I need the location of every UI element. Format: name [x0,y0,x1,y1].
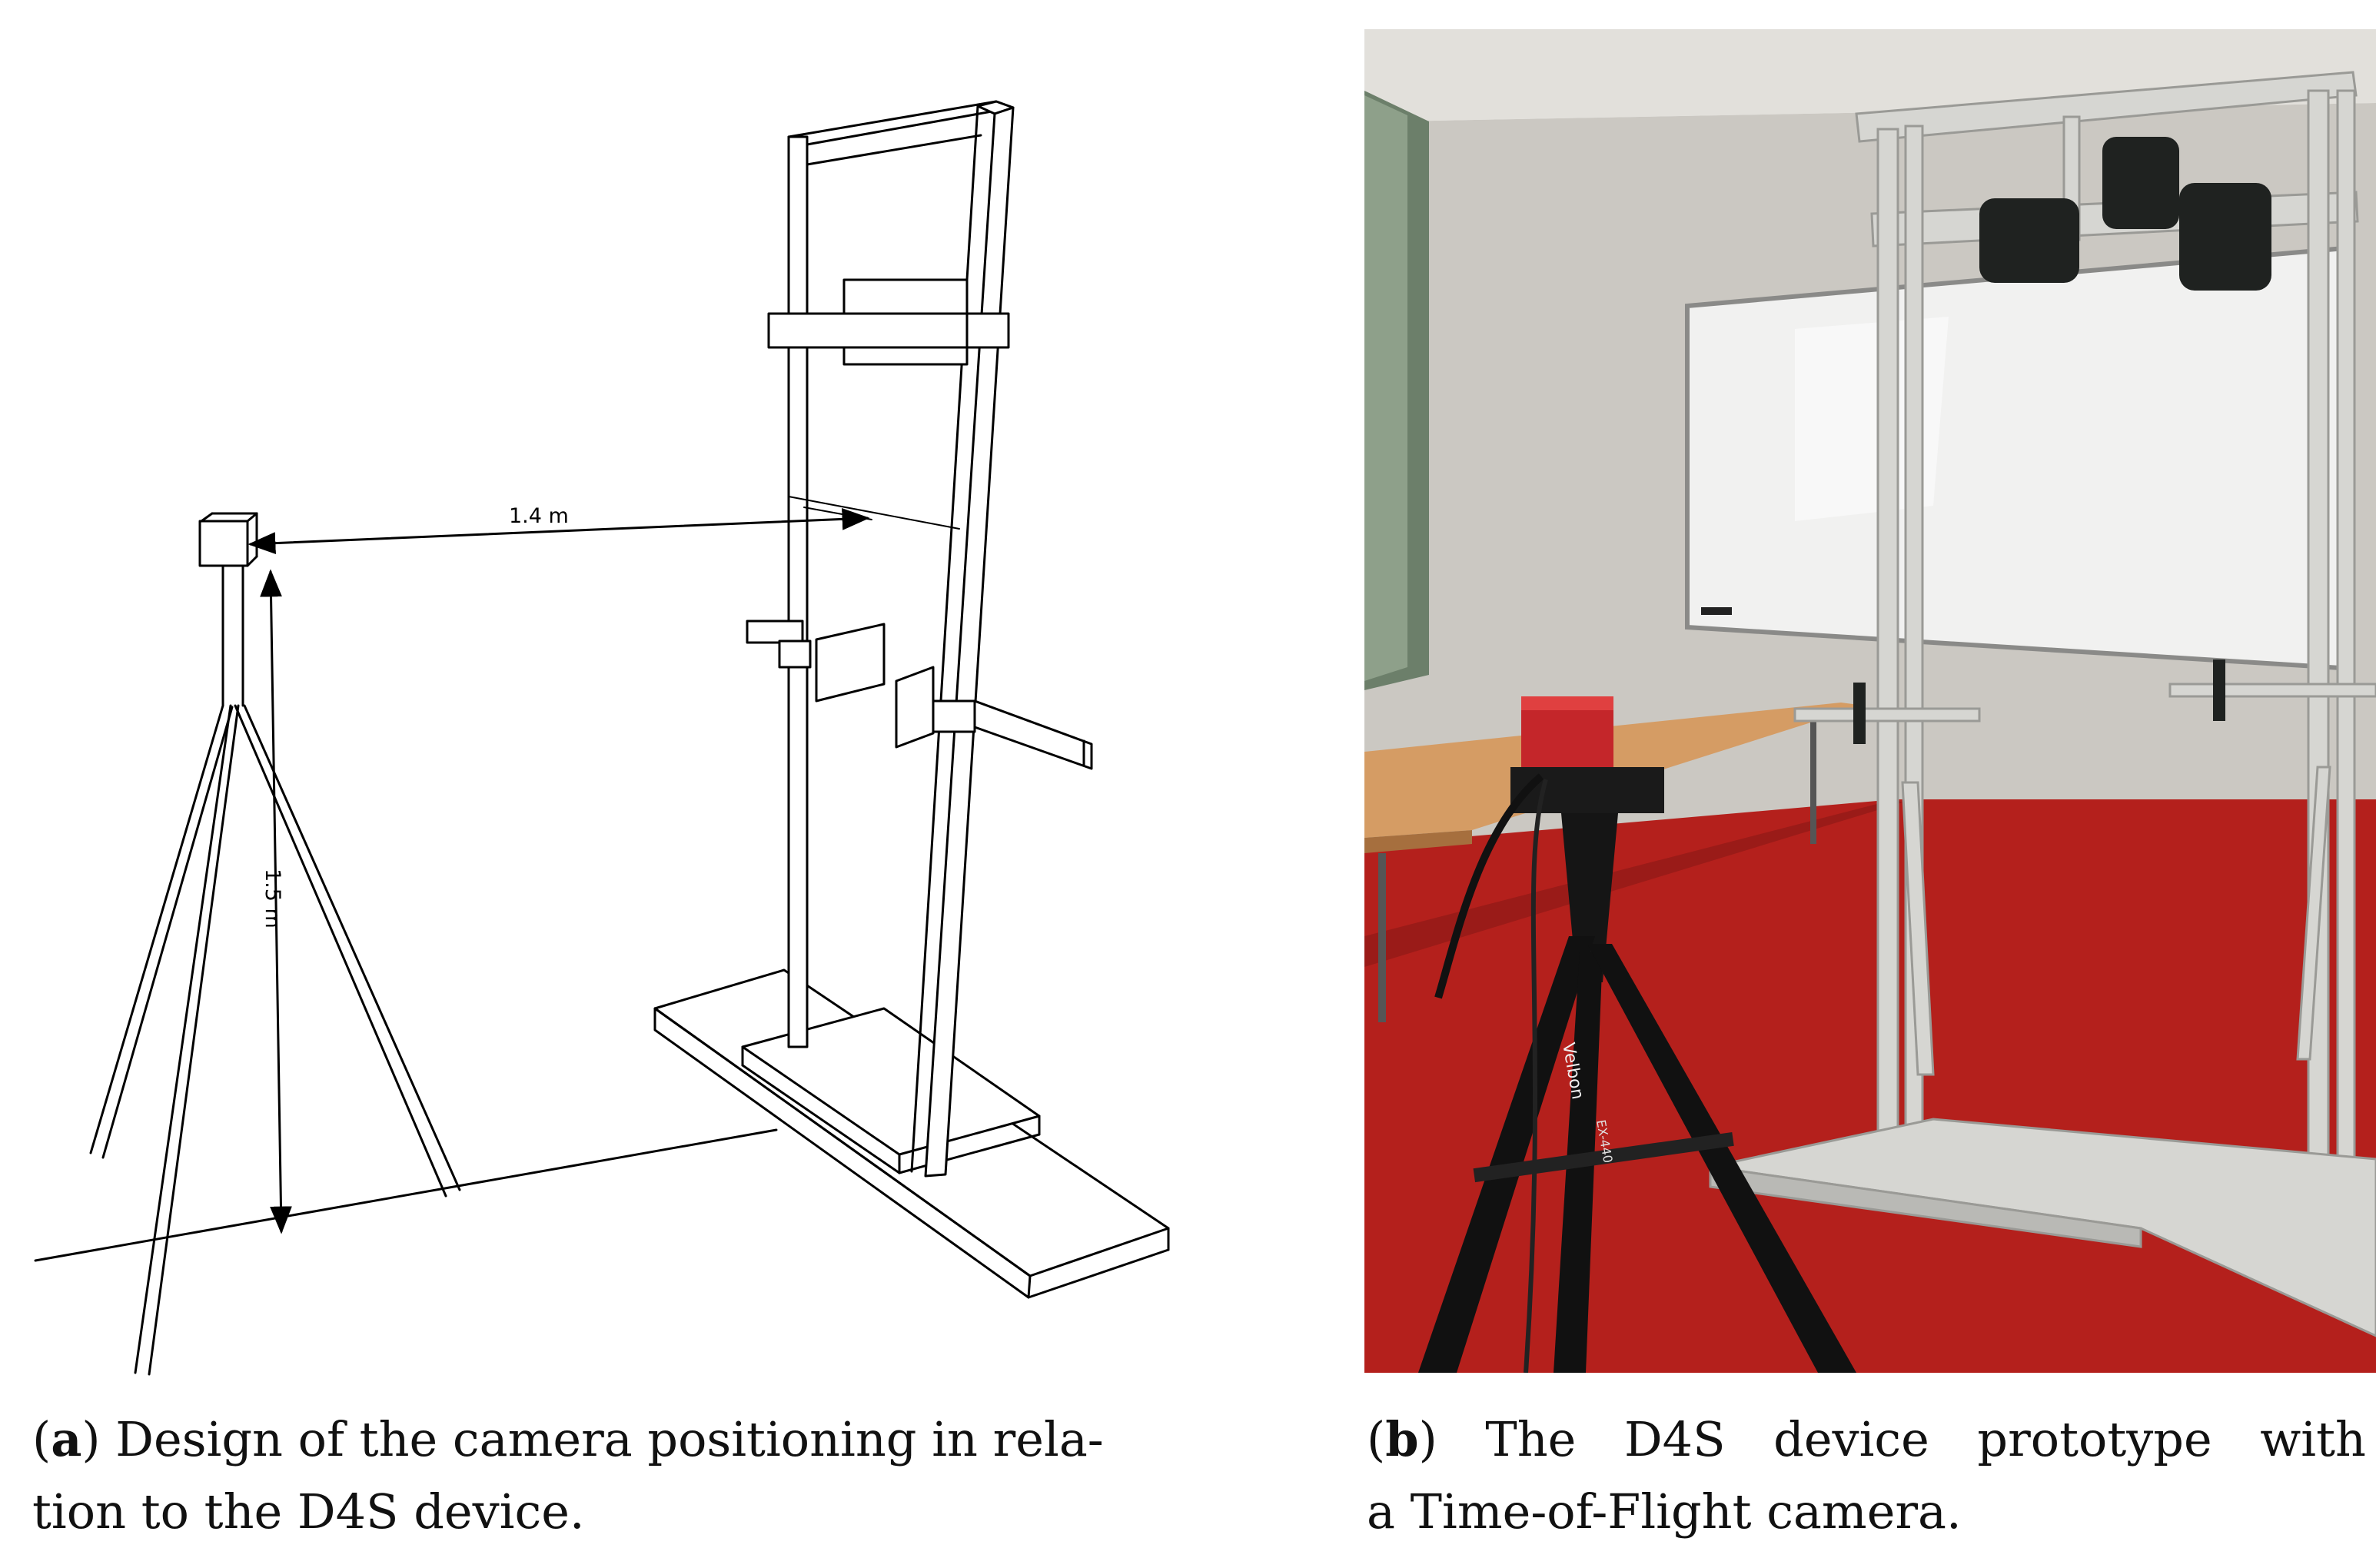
caption-b-word: prototype [1977,1411,2212,1467]
caption-b-word: The [1485,1411,1577,1467]
panel-a-drawing: 1.4 m 1.5 m [34,100,1170,1376]
caption-b-word: D4S [1623,1411,1726,1467]
caption-a: (a) Design of the camera positioning in … [32,1404,1231,1548]
caption-a-line2: tion to the D4S device. [32,1483,585,1540]
height-label: 1.5 m [261,869,284,929]
d4s-frame-drawing [653,100,1170,1299]
caption-a-line1: (a) Design of the camera positioning in … [32,1411,1104,1467]
distance-arrow [248,507,870,555]
camera-box [198,520,249,567]
sensor-mounts [1853,137,2271,744]
caption-a-label: a [51,1411,82,1467]
tripod-with-camera: Velbon EX-440 [1418,696,1856,1373]
caption-b-label: b [1385,1411,1419,1467]
floor [1364,799,2376,1373]
whiteboard [1685,244,2355,672]
caption-b-word: device [1773,1411,1929,1467]
panel-b-photo: Velbon EX-440 [1364,29,2376,1373]
caption-b-line1: (b) The D4S device prototype with [1367,1404,2366,1476]
caption-b: (b) The D4S device prototype with a Time… [1367,1404,2366,1548]
caption-a-text1: Design of the camera positioning in rela… [115,1411,1104,1467]
tripod-drawing [89,512,461,1376]
tof-camera [1521,696,1613,776]
caption-b-word: with [2260,1411,2366,1467]
caption-b-line2: a Time-of-Flight camera. [1367,1483,1962,1540]
distance-label: 1.4 m [509,504,569,528]
height-arrow [260,569,292,1234]
floor-line [34,1128,778,1262]
